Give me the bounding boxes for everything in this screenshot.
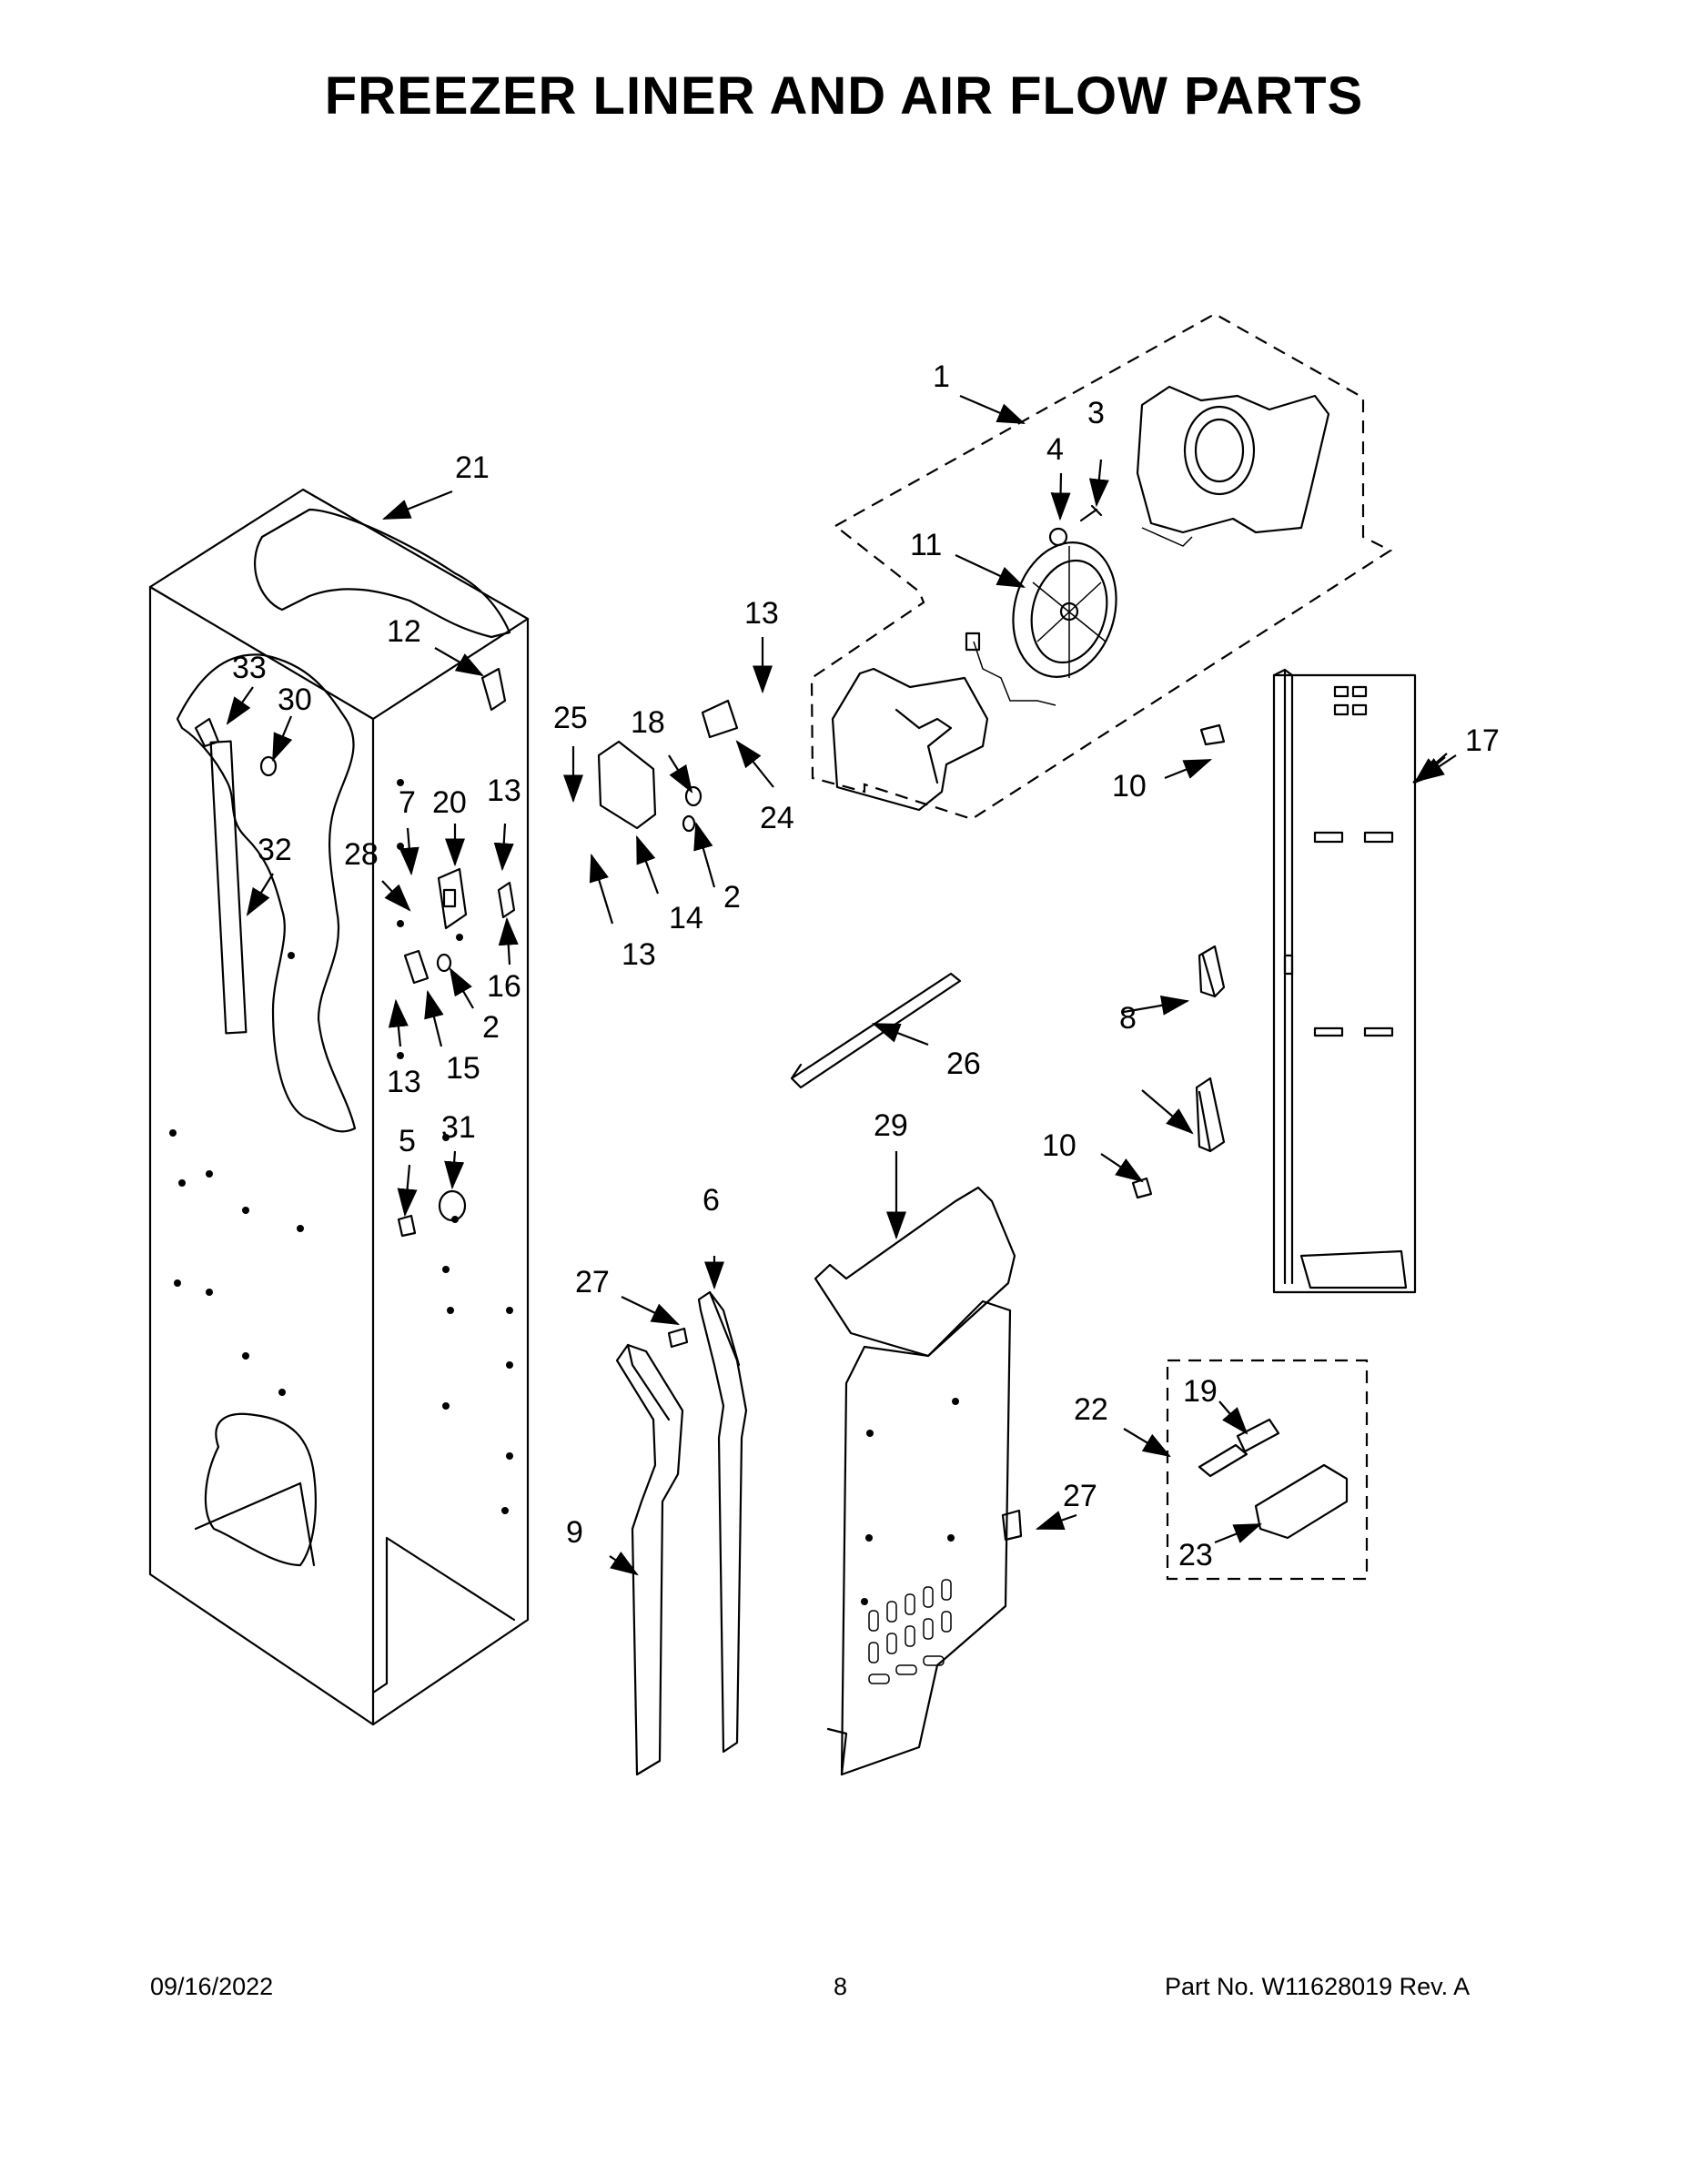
- callout-15: 15: [446, 1051, 480, 1086]
- callout-26: 26: [946, 1046, 981, 1081]
- footer-part-number: Part No. W11628019 Rev. A: [1165, 1973, 1471, 2000]
- callout-24: 24: [760, 801, 794, 835]
- callout-7: 7: [399, 785, 416, 820]
- callout-21: 21: [455, 450, 490, 485]
- callout-8: 8: [1119, 1001, 1137, 1036]
- callout-10: 10: [1112, 769, 1147, 804]
- callout-13: 13: [622, 937, 656, 972]
- callout-27: 27: [1063, 1479, 1097, 1513]
- callout-11: 11: [910, 528, 942, 562]
- callout-13: 13: [487, 774, 521, 808]
- callout-14: 14: [669, 901, 703, 935]
- callout-10: 10: [1042, 1128, 1076, 1163]
- channel-part: [615, 1343, 684, 1776]
- page-title: FREEZER LINER AND AIR FLOW PARTS: [324, 66, 1364, 126]
- bracket-part: [1195, 945, 1226, 1153]
- callout-leaders: [226, 394, 1457, 1576]
- footer-date: 09/16/2022: [150, 1973, 274, 2000]
- callout-9: 9: [566, 1515, 583, 1550]
- callout-2: 2: [482, 1010, 500, 1045]
- callout-17: 17: [1465, 723, 1500, 758]
- callout-32: 32: [258, 833, 292, 867]
- callout-20: 20: [432, 785, 467, 820]
- freezer-cover-part: [814, 1186, 1016, 1776]
- callout-1: 1: [933, 359, 950, 394]
- gasket-part: [697, 1290, 748, 1754]
- callout-3: 3: [1087, 396, 1105, 430]
- callout-labels: 1 2 2 3 4 5 6 7 8 9 10 10 11 12 13 13 13…: [232, 359, 1500, 1572]
- callout-2: 2: [723, 880, 741, 915]
- callout-23: 23: [1178, 1538, 1213, 1572]
- evaporator-fan-assembly-part: [810, 312, 1393, 821]
- callout-33: 33: [232, 651, 267, 685]
- callout-31: 31: [441, 1110, 476, 1145]
- callout-12: 12: [387, 614, 421, 649]
- callout-27: 27: [575, 1265, 610, 1299]
- callout-4: 4: [1046, 432, 1064, 467]
- small-components: [194, 667, 1226, 1542]
- footer-page-number: 8: [834, 1973, 848, 2000]
- callout-22: 22: [1074, 1392, 1108, 1427]
- callout-19: 19: [1183, 1374, 1218, 1409]
- callout-6: 6: [702, 1183, 720, 1218]
- callout-16: 16: [487, 969, 521, 1004]
- callout-13: 13: [387, 1065, 421, 1099]
- callout-25: 25: [553, 701, 588, 735]
- air-tower-duct-part: [1272, 668, 1417, 1294]
- callout-28: 28: [344, 837, 379, 872]
- freezer-liner-part: [148, 488, 530, 1726]
- angle-part: [790, 972, 962, 1089]
- callout-18: 18: [631, 705, 665, 740]
- callout-5: 5: [399, 1124, 416, 1158]
- callout-30: 30: [278, 682, 312, 717]
- callout-13: 13: [744, 596, 779, 631]
- callout-29: 29: [874, 1108, 908, 1143]
